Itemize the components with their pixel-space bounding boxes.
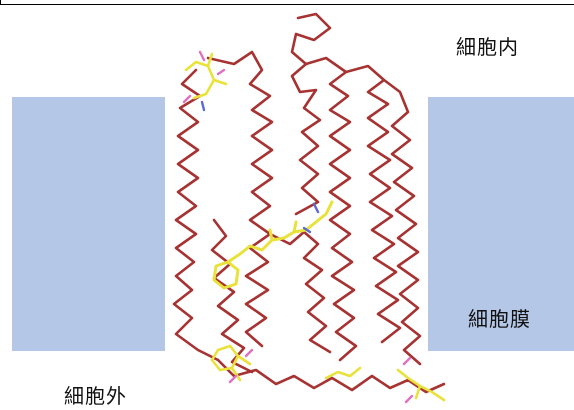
loop-extracellular [216,358,446,394]
heteroatoms [182,50,414,404]
intracellular-label: 細胞内 [456,35,519,59]
helix-h [268,230,332,354]
helix-c [172,68,220,362]
retinal-ring [212,260,240,290]
helix-b [206,50,274,348]
helix-g [210,218,254,374]
helix-d [304,56,358,362]
extracellular-label: 細胞外 [64,384,127,408]
ligand-bottom-right [324,366,446,402]
membrane-block-left [12,97,165,351]
ligand-bottom-left [210,344,252,382]
chromophore-retinal [212,200,334,290]
helix-a [290,12,332,216]
ligand-top [184,52,228,100]
membrane-block-right [428,97,574,351]
helix-e [344,64,402,344]
corner-tick [0,0,9,4]
top-border-line [0,4,574,5]
membrane-label: 細胞膜 [468,307,531,331]
retinal-chain [226,200,334,264]
protein-backbone [172,12,446,394]
helix-f [382,78,422,366]
